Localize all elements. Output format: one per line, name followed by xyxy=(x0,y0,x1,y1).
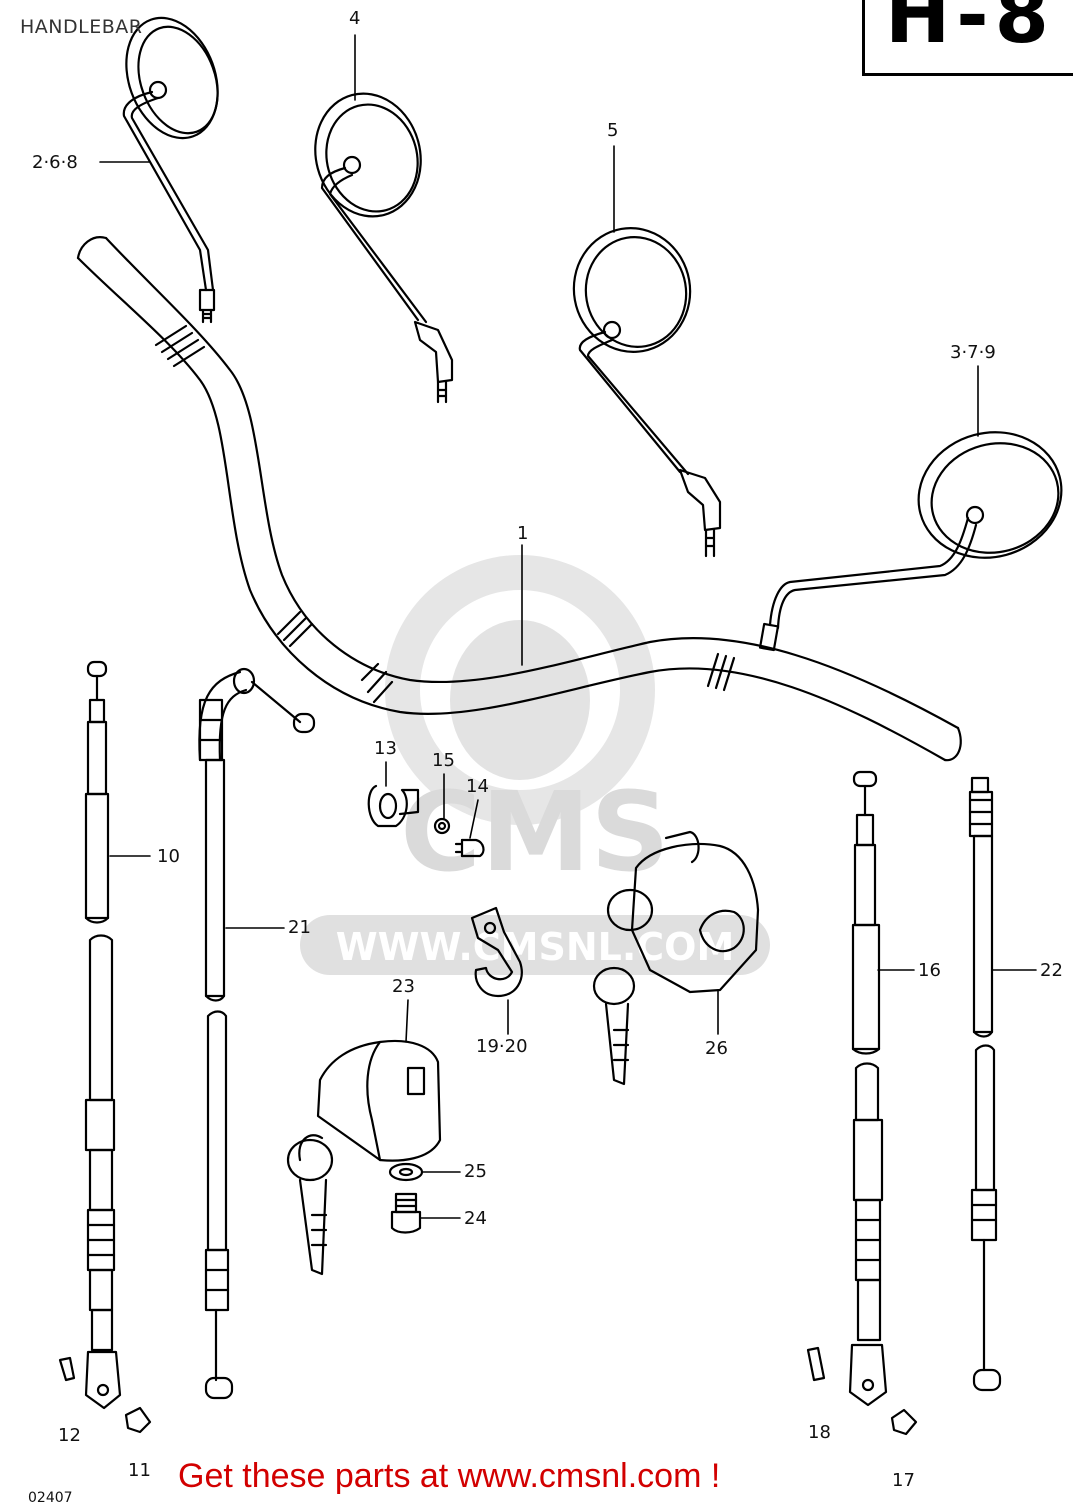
callout-13: 13 xyxy=(374,738,397,759)
diagram-code: 02407 xyxy=(28,1490,73,1506)
callout-21: 21 xyxy=(288,917,311,938)
mirror-5 xyxy=(572,227,722,558)
callout-25: 25 xyxy=(464,1161,487,1182)
footer-link[interactable]: Get these parts at www.cmsnl.com ! xyxy=(178,1457,721,1495)
washer-part-15 xyxy=(433,817,451,835)
callout-2-6-8: 2·6·8 xyxy=(32,152,78,173)
callout-12: 12 xyxy=(58,1425,81,1446)
handlebar-part-1 xyxy=(76,236,962,762)
watermark-logo: CMS WWW.CMSNL.COM xyxy=(300,555,770,975)
callout-14: 14 xyxy=(466,776,489,797)
diagram-plate: H-8 xyxy=(862,0,1073,76)
screw-part-14 xyxy=(454,838,485,858)
leader-lines xyxy=(99,34,1037,1219)
callout-4: 4 xyxy=(349,8,361,29)
lock-part-26 xyxy=(592,830,760,1086)
cable-part-21 xyxy=(198,667,316,1400)
callout-10: 10 xyxy=(157,846,180,867)
lock-part-23 xyxy=(286,1039,442,1276)
bolt-part-24 xyxy=(390,1192,422,1234)
callout-15: 15 xyxy=(432,750,455,771)
callout-17: 17 xyxy=(892,1470,915,1491)
callout-19-20: 19·20 xyxy=(476,1036,528,1057)
callout-1: 1 xyxy=(517,523,529,544)
cable-part-16 xyxy=(806,770,918,1436)
callout-23: 23 xyxy=(392,976,415,997)
plate-code: H-8 xyxy=(885,0,1055,61)
callout-22: 22 xyxy=(1040,960,1063,981)
callout-5: 5 xyxy=(607,120,619,141)
washer-part-25 xyxy=(388,1162,424,1182)
callout-16: 16 xyxy=(918,960,941,981)
callout-3-7-9: 3·7·9 xyxy=(950,342,996,363)
mirror-4 xyxy=(314,92,454,404)
callout-26: 26 xyxy=(705,1038,728,1059)
mirror-3-7-9 xyxy=(758,431,1063,652)
page-title: HANDLEBAR xyxy=(20,16,143,38)
mirror-2-6-8 xyxy=(122,16,219,324)
holder-part-19-20 xyxy=(470,906,523,998)
watermark-text: WWW.CMSNL.COM xyxy=(336,925,735,969)
callout-18: 18 xyxy=(808,1422,831,1443)
clamp-part-13 xyxy=(367,784,420,828)
callout-24: 24 xyxy=(464,1208,487,1229)
cable-part-22 xyxy=(968,776,1002,1392)
cable-part-10 xyxy=(58,660,152,1434)
callout-11: 11 xyxy=(128,1460,151,1481)
